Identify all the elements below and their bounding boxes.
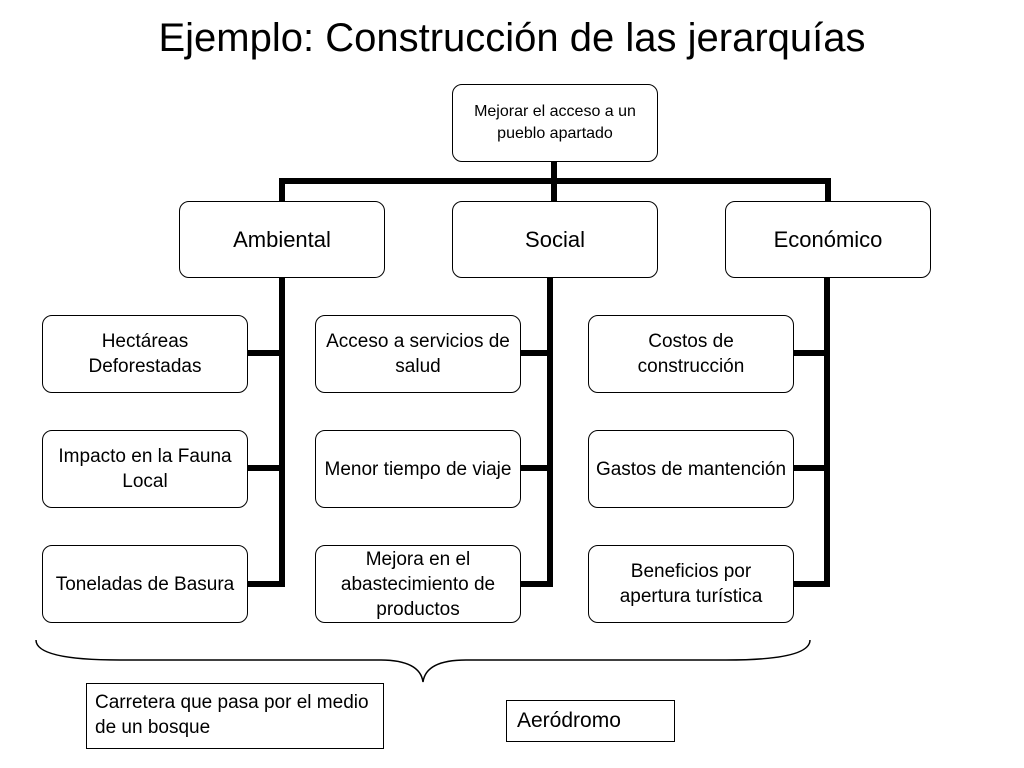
category-economico: Económico	[725, 201, 931, 278]
root-goal-node: Mejorar el acceso a un pueblo apartado	[452, 84, 658, 162]
category-ambiental: Ambiental	[179, 201, 385, 278]
criterion-toneladas-basura: Toneladas de Basura	[42, 545, 248, 623]
criterion-gastos-mantencion: Gastos de mantención	[588, 430, 794, 508]
criterion-beneficios-turistica: Beneficios por apertura turística	[588, 545, 794, 623]
page-title: Ejemplo: Construcción de las jerarquías	[158, 16, 866, 60]
alternative-carretera: Carretera que pasa por el medio de un bo…	[86, 683, 384, 749]
criterion-costos-construccion: Costos de construcción	[588, 315, 794, 393]
curly-brace	[35, 639, 811, 683]
criterion-hectareas-deforestadas: Hectáreas Deforestadas	[42, 315, 248, 393]
criterion-acceso-salud: Acceso a servicios de salud	[315, 315, 521, 393]
criterion-impacto-fauna: Impacto en la Fauna Local	[42, 430, 248, 508]
alternative-aerodromo: Aeródromo	[506, 700, 675, 742]
criterion-mejora-abastecimiento: Mejora en el abastecimiento de productos	[315, 545, 521, 623]
criterion-menor-tiempo-viaje: Menor tiempo de viaje	[315, 430, 521, 508]
category-social: Social	[452, 201, 658, 278]
